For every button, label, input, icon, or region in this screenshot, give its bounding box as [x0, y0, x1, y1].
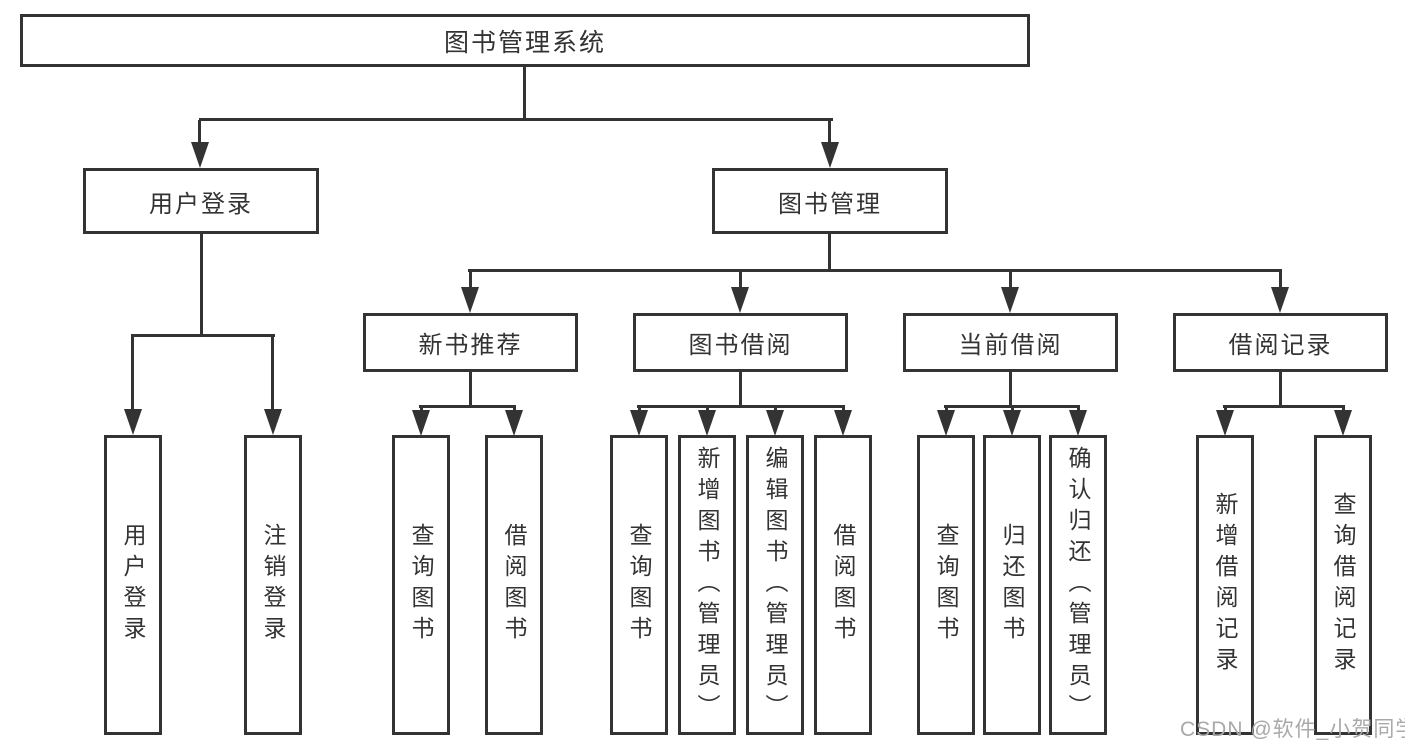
connector-line-v [131, 336, 134, 410]
connector-line-v [469, 271, 472, 289]
connector-line-v [828, 120, 831, 144]
node-borrow-record: 借阅记录 [1173, 313, 1388, 372]
connector-line-h [944, 405, 1080, 408]
connector-line-v [1011, 407, 1014, 412]
arrow-down-icon [731, 287, 749, 313]
arrow-down-icon [698, 410, 716, 436]
node-user-login: 用户登录 [83, 168, 319, 234]
arrow-down-icon [821, 142, 839, 168]
connector-line-v [200, 234, 203, 336]
connector-line-v [774, 407, 777, 412]
connector-line-v [1279, 271, 1282, 289]
connector-line-h [637, 405, 845, 408]
leaf-add-book-admin: 新增图书（管理员） [678, 435, 736, 735]
node-new-book-recommend: 新书推荐 [363, 313, 578, 372]
connector-line-v [1342, 407, 1345, 412]
connector-line-h [468, 269, 1282, 272]
connector-line-v [638, 407, 641, 412]
connector-line-h [1223, 405, 1345, 408]
connector-line-v [1009, 271, 1012, 289]
connector-line-v [1224, 407, 1227, 412]
leaf-add-borrow-record: 新增借阅记录 [1196, 435, 1254, 735]
leaf-query-book-borrow: 查询图书 [610, 435, 668, 735]
leaf-query-book-current: 查询图书 [917, 435, 975, 735]
node-book-borrow: 图书借阅 [633, 313, 848, 372]
arrow-down-icon [834, 410, 852, 436]
connector-line-v [513, 407, 516, 412]
arrow-down-icon [937, 410, 955, 436]
leaf-edit-book-admin: 编辑图书（管理员） [746, 435, 804, 735]
arrow-down-icon [264, 409, 282, 435]
connector-line-h [131, 334, 275, 337]
node-current-borrow: 当前借阅 [903, 313, 1118, 372]
leaf-return-book: 归还图书 [983, 435, 1041, 735]
arrow-down-icon [191, 142, 209, 168]
arrow-down-icon [766, 410, 784, 436]
connector-line-v [842, 407, 845, 412]
connector-line-h [199, 118, 833, 121]
connector-line-v [828, 234, 831, 271]
arrow-down-icon [1334, 410, 1352, 436]
arrow-down-icon [1003, 410, 1021, 436]
leaf-logout-login: 注销登录 [244, 435, 302, 735]
connector-line-v [739, 371, 742, 407]
connector-line-v [198, 120, 201, 144]
connector-line-v [420, 407, 423, 412]
node-book-management: 图书管理 [712, 168, 948, 234]
arrow-down-icon [461, 287, 479, 313]
arrow-down-icon [1001, 287, 1019, 313]
connector-line-v [271, 336, 274, 410]
leaf-borrow-book: 借阅图书 [814, 435, 872, 735]
arrow-down-icon [412, 410, 430, 436]
arrow-down-icon [505, 410, 523, 436]
connector-line-v [523, 66, 526, 120]
connector-line-v [706, 407, 709, 412]
leaf-confirm-return-admin: 确认归还（管理员） [1049, 435, 1107, 735]
leaf-user-login: 用户登录 [104, 435, 162, 735]
arrow-down-icon [124, 409, 142, 435]
connector-line-v [945, 407, 948, 412]
arrow-down-icon [1069, 410, 1087, 436]
connector-line-v [739, 271, 742, 289]
connector-line-v [1077, 407, 1080, 412]
leaf-query-borrow-record: 查询借阅记录 [1314, 435, 1372, 735]
arrow-down-icon [1216, 410, 1234, 436]
connector-line-v [1009, 371, 1012, 407]
leaf-borrow-book-recommend: 借阅图书 [485, 435, 543, 735]
node-root: 图书管理系统 [20, 14, 1030, 67]
arrow-down-icon [630, 410, 648, 436]
connector-line-v [469, 371, 472, 407]
connector-line-h [419, 405, 516, 408]
watermark: CSDN @软件_小贺同学 [1180, 718, 1405, 741]
connector-line-v [1279, 371, 1282, 407]
leaf-query-book-recommend: 查询图书 [392, 435, 450, 735]
arrow-down-icon [1271, 287, 1289, 313]
